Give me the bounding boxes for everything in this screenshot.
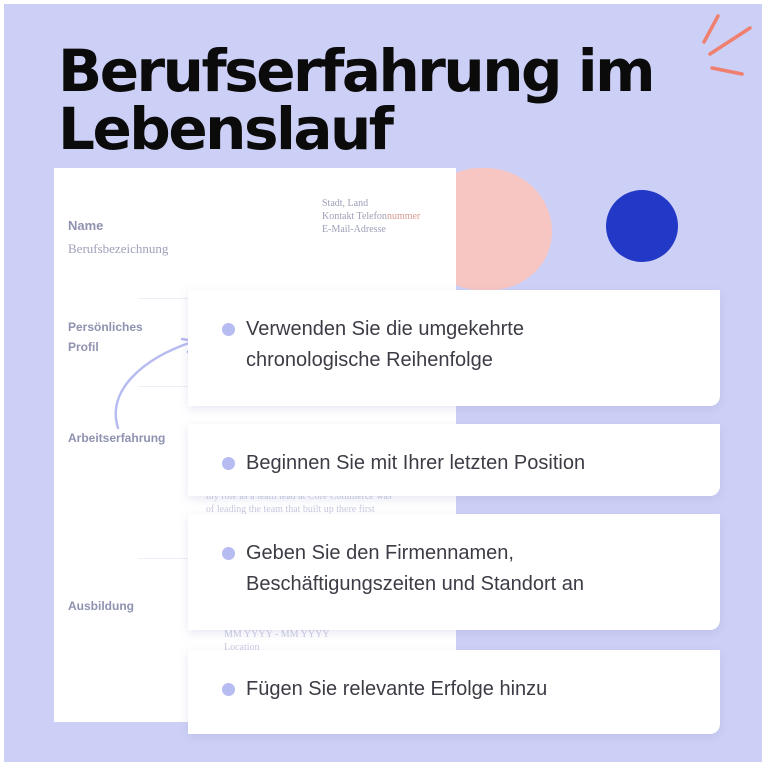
bullet-dot-icon [222, 683, 235, 696]
tip-text: Beginnen Sie mit Ihrer letzten Position [246, 452, 586, 474]
tip-card-1: Verwenden Sie die umgekehrte chronologis… [188, 290, 720, 406]
resume-phone: Kontakt Telefonnummer [322, 211, 421, 222]
spark-lines-icon [702, 14, 752, 76]
tip-card-3: Geben Sie den Firmennamen, Beschäftigung… [188, 514, 720, 630]
tip-card-2: Beginnen Sie mit Ihrer letzten Position [188, 424, 720, 496]
resume-contact: Stadt, Land Kontakt Telefonnummer E-Mail… [322, 197, 420, 236]
bullet-dot-icon [222, 323, 235, 336]
resume-section-profile: Persönliches Profil [68, 320, 143, 354]
tip-text: Geben Sie den Firmennamen, Beschäftigung… [246, 542, 585, 595]
infographic-canvas: Name Berufsbezeichnung Stadt, Land Konta… [4, 4, 762, 762]
tip-text: Fügen Sie relevante Erfolge hinzu [246, 678, 548, 700]
page-title: Berufserfahrung im Lebenslauf [58, 37, 656, 163]
blue-circle-shape [606, 190, 678, 262]
resume-job-title: Berufsbezeichnung [68, 241, 169, 256]
resume-section-experience: Arbeitserfahrung [68, 431, 166, 445]
resume-divider [138, 386, 228, 387]
tip-text: Verwenden Sie die umgekehrte chronologis… [246, 318, 524, 371]
resume-name: Name [68, 218, 104, 233]
tip-card-4: Fügen Sie relevante Erfolge hinzu [188, 650, 720, 734]
resume-section-education: Ausbildung [68, 599, 134, 613]
resume-ghost-text: my role as a team lead at Core Commerce … [206, 491, 392, 515]
resume-divider [138, 298, 228, 299]
resume-email: E-Mail-Adresse [322, 224, 386, 235]
resume-ghost-text: MM YYYY - MM YYYY Location [224, 629, 330, 653]
bullet-dot-icon [222, 547, 235, 560]
resume-divider [138, 558, 228, 559]
bullet-dot-icon [222, 457, 235, 470]
resume-city: Stadt, Land [322, 198, 369, 209]
